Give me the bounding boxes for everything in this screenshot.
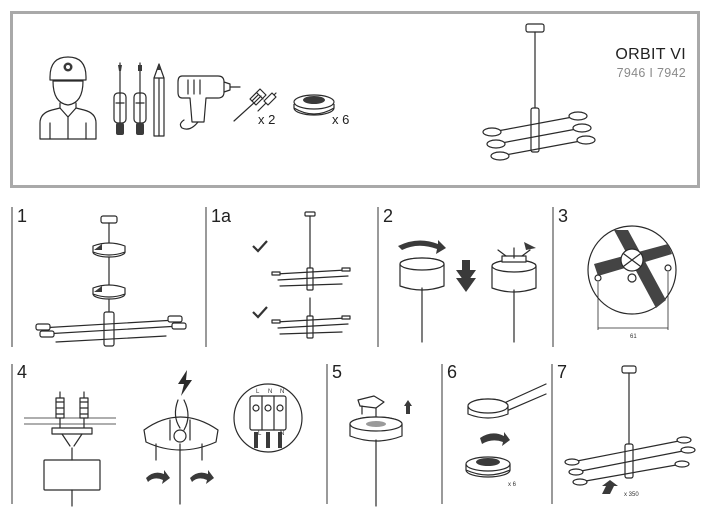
step-divider xyxy=(441,364,443,504)
step-7-illustration xyxy=(564,365,696,494)
step-6-quantity: x 6 xyxy=(508,482,517,488)
drill-icon xyxy=(177,75,241,130)
step-2-number: 2 xyxy=(383,206,394,226)
product-code: 7946 I 7942 xyxy=(616,66,686,80)
step-divider xyxy=(551,364,553,504)
step-5-illustration xyxy=(349,395,412,507)
step-7-rotation: x 350 xyxy=(624,492,639,498)
step-6-illustration xyxy=(465,383,547,478)
step-divider xyxy=(205,207,207,347)
step-4-number: 4 xyxy=(17,362,28,382)
chandelier-illustration xyxy=(482,23,596,161)
installer-person-icon xyxy=(39,56,97,140)
check-icon xyxy=(252,306,268,319)
step-divider xyxy=(377,207,379,347)
step-6-number: 6 xyxy=(447,362,458,382)
step-3-dimension: 61 xyxy=(630,334,637,340)
step-divider xyxy=(11,364,13,504)
screwdriver-icon xyxy=(113,62,127,135)
wiring-illustration xyxy=(143,399,219,505)
step-1a-number: 1a xyxy=(211,206,232,226)
step-3-number: 3 xyxy=(558,206,569,226)
terminal-label-top-l: L xyxy=(256,389,260,395)
step-1a-illustration xyxy=(271,211,351,339)
step-7-number: 7 xyxy=(557,362,568,382)
step-divider xyxy=(11,207,13,347)
terminal-block-detail xyxy=(233,383,303,453)
terminal-label-top-n2: N xyxy=(280,389,285,395)
step-5-number: 5 xyxy=(332,362,343,382)
electric-warning-icon xyxy=(178,370,192,396)
step-divider xyxy=(552,207,554,347)
screw-anchor-icon xyxy=(233,88,277,122)
caps-quantity: x 6 xyxy=(332,112,350,127)
step-1-illustration xyxy=(35,215,187,347)
terminal-label-top-n: N xyxy=(268,389,273,395)
product-name: ORBIT VI xyxy=(615,46,686,63)
screwdriver-icon xyxy=(133,62,147,135)
step-1-number: 1 xyxy=(17,206,28,226)
bulb-cap-icon xyxy=(293,94,335,116)
step-2-illustration xyxy=(398,240,537,343)
terminal-label-bottom-l: L xyxy=(258,431,262,437)
screws-quantity: x 2 xyxy=(258,112,276,127)
check-icon xyxy=(252,240,268,253)
tools-panel xyxy=(10,11,700,188)
terminal-label-bottom-n: N xyxy=(280,431,285,437)
ceiling-mount-illustration xyxy=(24,391,116,507)
step-3-illustration xyxy=(587,225,677,330)
pencil-icon xyxy=(153,63,165,137)
step-divider xyxy=(326,364,328,504)
